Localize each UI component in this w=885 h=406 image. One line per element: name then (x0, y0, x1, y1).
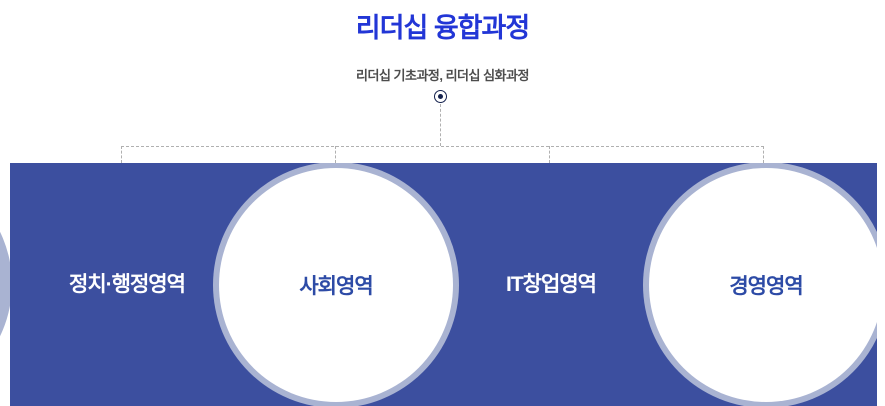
page-subtitle: 리더십 기초과정, 리더십 심화과정 (356, 68, 529, 83)
areas-band: 정치·행정영역 사회영역 IT창업영역 경영영역 (10, 163, 877, 406)
connector-horizontal-line (121, 146, 764, 147)
node-society-area: 사회영역 (219, 168, 453, 402)
node-it-startup-area: IT창업영역 (506, 273, 597, 296)
node-management-area: 경영영역 (649, 168, 877, 402)
connector-drop-politics (121, 146, 122, 163)
connector-origin-dot (438, 94, 443, 99)
connector-origin-icon (434, 90, 447, 103)
diagram-header: 리더십 융합과정 리더십 기초과정, 리더십 심화과정 (0, 6, 885, 84)
node-politics-admin-area: 정치·행정영역 (69, 273, 186, 296)
page-title: 리더십 융합과정 (355, 13, 530, 43)
node-management-label: 경영영역 (729, 275, 803, 298)
connector-vertical-line (440, 104, 441, 146)
connector-drop-management (763, 146, 764, 163)
connector-drop-society (335, 146, 336, 163)
node-society-label: 사회영역 (299, 275, 373, 298)
connector-drop-it-startup (549, 146, 550, 163)
